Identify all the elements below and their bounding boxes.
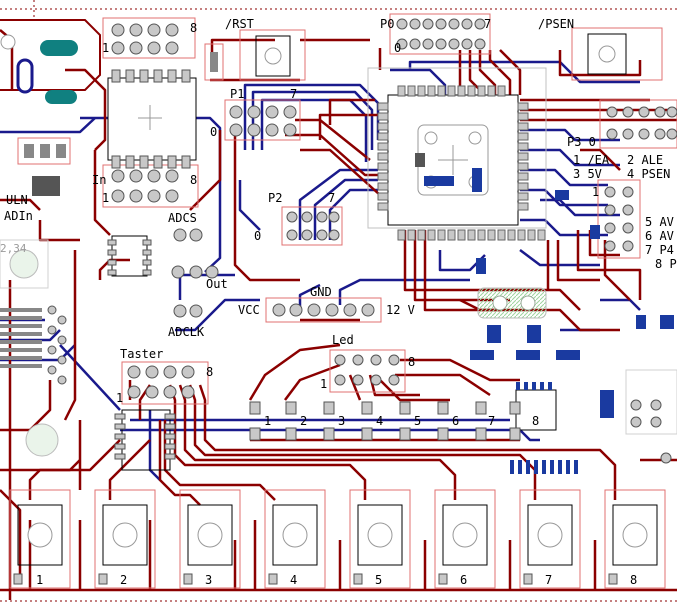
header-p2 [281,206,343,246]
button-pads [13,573,618,585]
voltage-regulator [17,137,71,196]
reset-button [204,29,306,81]
button-number: 6 [460,573,467,587]
header-in [102,164,199,208]
power-jack [0,19,101,104]
label-ea: 1 /EA [573,153,610,167]
label-taster-8: 8 [206,365,213,379]
label-p3-1: 1 [592,185,599,199]
label-p0-bit0: 0 [394,41,401,55]
power-header [265,297,382,323]
label-vcc: VCC [238,303,260,317]
label-p8: 8 P [655,257,677,271]
crystal [477,287,547,319]
label-p2-0: 0 [254,229,261,243]
led-driver-ic [510,382,578,474]
led-number: 2 [300,414,307,428]
led-resistors [249,401,521,441]
mcu-pads-right [517,102,529,211]
push-buttons [9,489,666,589]
label-p2: P2 [268,191,282,205]
header-p0 [389,13,491,55]
label-p1-7: 7 [290,87,297,101]
led-number-labels: 1 2 3 4 5 6 7 8 [264,414,539,428]
connector-left [0,308,42,368]
label-p2-7: 7 [328,191,335,205]
label-p0: P0 [380,17,394,31]
label-ale: 2 ALE [627,153,663,167]
label-in-1: 1 [102,191,109,205]
led-number: 6 [452,414,459,428]
led-number: 7 [488,414,495,428]
led-number: 8 [532,414,539,428]
label-led-1: 1 [320,377,327,391]
label-12v: 12 V [386,303,415,317]
button-number: 3 [205,573,212,587]
label-psen-top: /PSEN [538,17,574,31]
button-ic [114,409,176,471]
label-5v: 3 5V [573,167,602,181]
label-rst: /RST [225,17,254,31]
led-number: 3 [338,414,345,428]
label-taster-1: 1 [116,391,123,405]
label-adc-small: 2,34 [0,242,27,255]
microcontroller-plcc [367,67,547,229]
label-adcs: ADCS [168,211,197,225]
label-uln: ULN [6,193,28,207]
mcu-pads-bottom [397,229,546,241]
label-in-8: 8 [190,173,197,187]
mcu-pads-left [377,102,389,211]
label-p0-bit7: 7 [484,17,491,31]
silkscreen-labels: /RST P0 0 7 /PSEN 8 1 In 8 1 P1 7 0 P3 0… [0,17,677,405]
header-p1 [224,99,301,141]
right-misc [625,369,677,464]
mcu-pads-top [397,85,506,97]
button-number: 5 [375,573,382,587]
button-number: 2 [120,573,127,587]
label-psen-side: 4 PSEN [627,167,670,181]
label-av6: 6 AV [645,229,674,243]
label-adclk: ADCLK [168,325,205,339]
label-header-top-8: 8 [190,21,197,35]
psen-button [571,27,663,81]
button-number: 8 [630,573,637,587]
top-layer-traces [0,29,677,600]
header-top-left [102,17,196,59]
pot-lower [25,423,59,457]
uln-driver-ic [107,69,197,169]
label-led-8: 8 [408,355,415,369]
label-p1: P1 [230,87,244,101]
label-taster: Taster [120,347,163,361]
label-adin: ADIn [4,209,33,223]
label-av5: 5 AV [645,215,674,229]
adc-ic [107,235,152,277]
button-number: 1 [36,573,43,587]
label-p3-0: P3 0 [567,135,596,149]
label-in: In [92,173,106,187]
label-gnd: GND [310,285,332,299]
taster-header [121,361,209,405]
label-led: Led [332,333,354,347]
header-av [597,179,641,259]
button-number: 7 [545,573,552,587]
adcs-pins [171,228,219,318]
label-p47: 7 P4 [645,243,674,257]
header-p3 [599,99,677,149]
potentiometer [0,239,49,289]
led-number: 4 [376,414,383,428]
button-number-labels: 1 2 3 4 5 6 7 8 [36,573,637,587]
led-number: 1 [264,414,271,428]
button-number: 4 [290,573,297,587]
label-out: Out [206,277,228,291]
led-number: 5 [414,414,421,428]
label-p1-0: 0 [210,125,217,139]
connector-left-pads [47,305,67,385]
label-header-top-1: 1 [102,41,109,55]
led-header [329,349,406,393]
smd-caps [470,190,674,418]
